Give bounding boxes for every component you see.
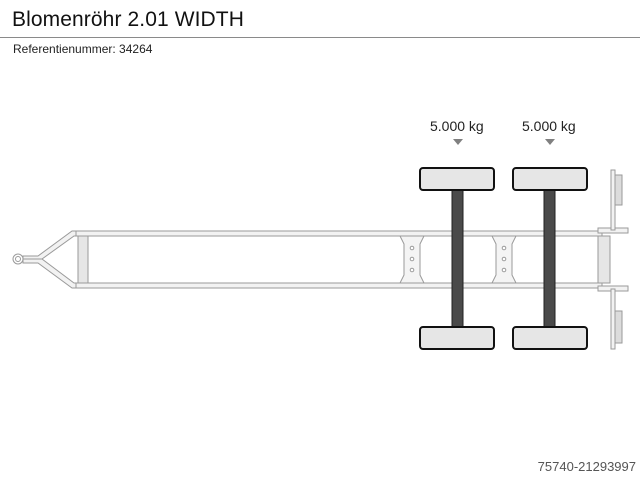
axle-2-load-marker-icon (545, 139, 555, 145)
drawbar (12, 230, 81, 289)
header-divider (0, 37, 640, 38)
listing-id: 75740-21293997 (537, 459, 636, 474)
page-title: Blomenröhr 2.01 WIDTH (12, 8, 245, 31)
axle-1-load-marker-icon (453, 139, 463, 145)
axle-1-wheel-right (419, 326, 495, 350)
axle-2 (512, 167, 588, 350)
rear-lights (610, 169, 623, 350)
suspension-bracket-2 (491, 235, 517, 284)
axle-2-load-label: 5.000 kg (522, 118, 576, 134)
reference-number: Referentienummer: 34264 (13, 42, 153, 56)
axle-2-wheel-right (512, 326, 588, 350)
axle-2-wheel-left (512, 167, 588, 191)
axle-1-load-label: 5.000 kg (430, 118, 484, 134)
axle-1-wheel-left (419, 167, 495, 191)
axle-1 (419, 167, 495, 350)
suspension-bracket-1 (399, 235, 425, 284)
